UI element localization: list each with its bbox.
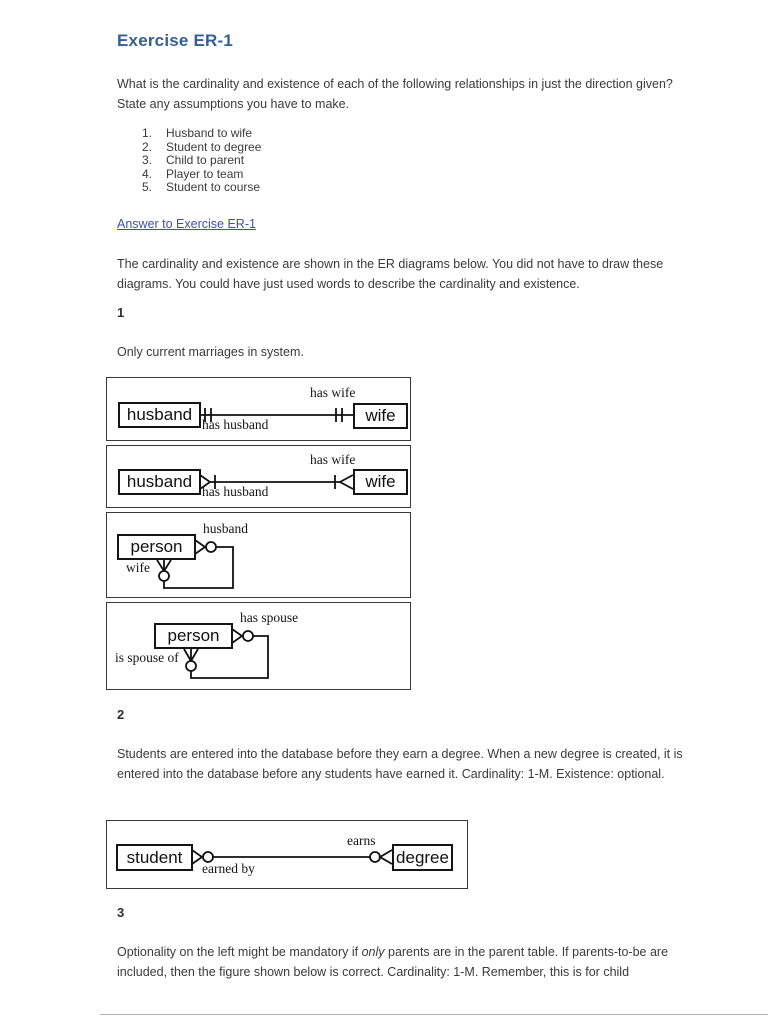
section-1-number: 1 xyxy=(117,305,125,320)
connector-graphics xyxy=(200,408,353,422)
list-item: 1. Husband to wife xyxy=(142,126,261,141)
relationship-label: earned by xyxy=(202,861,255,876)
er-cell-person-spouse: person has spouse is spouse of xyxy=(106,602,411,690)
er-cell-one-to-one-mandatory: husband wife has wife has husband xyxy=(106,377,411,441)
section-1-caption: Only current marriages in system. xyxy=(117,345,304,359)
crow-foot-icon xyxy=(231,628,244,644)
relationship-label: has husband xyxy=(202,484,269,499)
optional-circle-icon xyxy=(185,660,197,672)
optional-circle-icon xyxy=(205,541,217,553)
list-item-label: Husband to wife xyxy=(166,126,253,140)
one-and-only-one-icon xyxy=(204,408,212,422)
relationship-label: husband xyxy=(203,521,248,536)
next-figure-top-edge xyxy=(100,1014,768,1015)
connector-graphics xyxy=(156,539,234,589)
relationship-label: earns xyxy=(347,833,376,848)
crow-foot-icon xyxy=(378,849,393,865)
relationship-label: wife xyxy=(126,560,150,575)
entity-degree: degree xyxy=(392,844,453,871)
relationship-list: 1. Husband to wife 2. Student to degree … xyxy=(142,126,262,195)
section-3-paragraph: Optionality on the left might be mandato… xyxy=(117,943,692,982)
italic-word: only xyxy=(361,945,385,959)
one-and-only-one-icon xyxy=(335,408,343,422)
crow-foot-icon xyxy=(183,648,199,662)
list-item-label: Child to parent xyxy=(166,153,245,168)
list-item-number: 4. xyxy=(142,166,153,181)
relationship-label: is spouse of xyxy=(115,650,179,665)
crow-foot-icon xyxy=(199,474,212,490)
loop-line xyxy=(190,635,269,679)
entity-wife: wife xyxy=(353,469,408,495)
er-cell-one-to-one-crowfoot: husband wife has wife has husband xyxy=(106,445,411,508)
relationship-label: has husband xyxy=(202,417,269,432)
list-item-label: Student to course xyxy=(166,180,261,195)
connector-graphics xyxy=(183,628,269,679)
list-item: 2. Student to degree xyxy=(142,139,262,155)
loop-line xyxy=(163,546,234,589)
list-item-label: Player to team xyxy=(166,166,244,181)
relationship-label: has wife xyxy=(310,452,356,467)
optional-circle-icon xyxy=(242,630,254,642)
connector-graphics xyxy=(199,474,354,490)
section-2-number: 2 xyxy=(117,707,125,722)
entity-student: student xyxy=(116,844,193,871)
list-item: 3. Child to parent xyxy=(142,154,261,168)
intro-paragraph: What is the cardinality and existence of… xyxy=(117,77,673,111)
list-item-number: 1. xyxy=(142,126,153,140)
paragraph-text: Optionality on the left might be mandato… xyxy=(117,945,362,959)
section-2-paragraph: Students are entered into the database b… xyxy=(117,747,683,781)
list-item: 4. Player to team xyxy=(142,166,261,182)
er-figure-marriages: husband wife has wife has husband husban… xyxy=(106,377,411,694)
entity-person: person xyxy=(154,623,233,649)
crow-foot-icon xyxy=(194,539,207,555)
answer-intro-paragraph: The cardinality and existence are shown … xyxy=(117,257,664,291)
list-item: 5. Student to course xyxy=(142,181,261,195)
page-title: Exercise ER-1 xyxy=(117,31,234,50)
relationship-label: has wife xyxy=(310,385,356,400)
er-cell-person-recursive: person husband wife xyxy=(106,512,411,598)
optional-circle-icon xyxy=(158,570,170,582)
entity-husband: husband xyxy=(118,469,201,495)
crow-foot-icon xyxy=(156,559,172,572)
crow-foot-icon xyxy=(191,849,204,865)
crow-foot-icon xyxy=(338,474,354,490)
answer-link[interactable]: Answer to Exercise ER-1 xyxy=(117,217,256,231)
entity-person: person xyxy=(117,534,196,560)
list-item-number: 3. xyxy=(142,153,153,168)
connector-graphics xyxy=(191,849,393,865)
list-item-number: 5. xyxy=(142,180,153,195)
entity-husband: husband xyxy=(118,402,201,428)
er-figure-student-degree: student degree earns earned by xyxy=(106,820,468,889)
list-item-number: 2. xyxy=(142,139,153,154)
section-3-number: 3 xyxy=(117,905,125,920)
paragraph-text: parents are in the parent table. If pare… xyxy=(117,945,669,979)
relationship-label: has spouse xyxy=(240,610,299,625)
entity-wife: wife xyxy=(353,403,408,429)
list-item-label: Student to degree xyxy=(166,139,262,154)
